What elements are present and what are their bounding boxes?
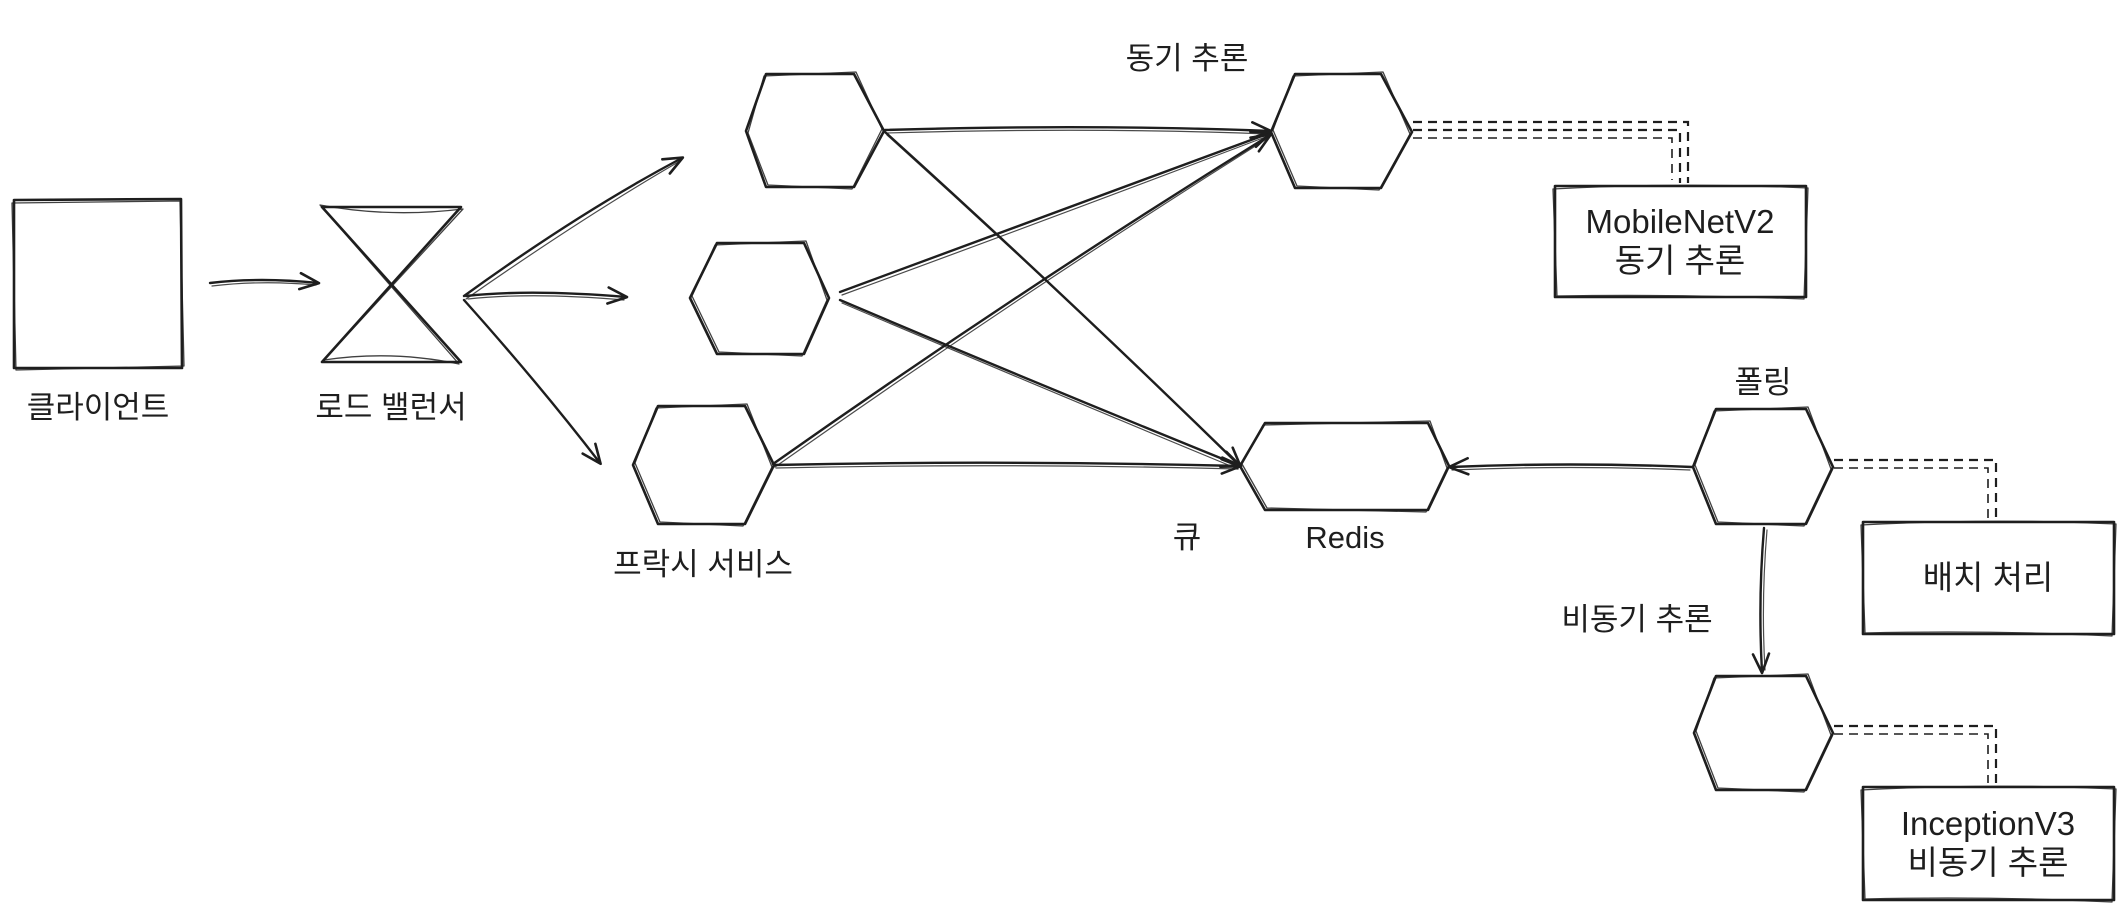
dashed-link-sync-to-mobilenet [1413, 120, 1690, 183]
mobilenet-box [1552, 184, 1809, 300]
proxy-hexagon-middle [688, 240, 831, 357]
async-inference-hexagon [1692, 673, 1835, 793]
arrow-proxy-bottom-to-queue [772, 456, 1243, 475]
proxy-hexagon-top [744, 71, 886, 190]
proxy-service-label: 프락시 서비스 [613, 547, 793, 582]
async-inference-label: 비동기 추론 [1561, 602, 1712, 637]
arrow-lb-to-proxy-middle [464, 286, 629, 305]
dashed-link-polling-to-batch [1834, 458, 1998, 520]
polling-hexagon [1691, 406, 1835, 527]
arrow-lb-to-proxy-top [462, 156, 685, 300]
batch-label: 배치 처리 [1923, 559, 2054, 596]
mobilenet-label-line2: 동기 추론 [1615, 242, 1746, 279]
sync-inference-label: 동기 추론 [1126, 41, 1249, 76]
redis-label: Redis [1305, 520, 1384, 555]
proxy-hexagon-bottom [631, 403, 776, 527]
queue-label: 큐 [1173, 520, 1202, 555]
arrow-polling-to-queue [1447, 456, 1694, 476]
arrow-client-to-lb [208, 271, 321, 291]
redis-queue-node [1238, 420, 1451, 513]
inception-label-line1: InceptionV3 [1901, 805, 2075, 842]
client-label: 클라이언트 [27, 390, 170, 425]
mobilenet-label-line1: MobileNetV2 [1586, 203, 1775, 240]
load-balancer-node [319, 204, 464, 365]
sync-inference-hexagon [1269, 71, 1414, 191]
arrow-lb-to-proxy-bottom [462, 298, 602, 466]
load-balancer-label: 로드 밸런서 [315, 390, 466, 425]
client-node [11, 197, 185, 371]
arrow-polling-to-async [1751, 526, 1771, 675]
dashed-link-async-to-inception [1834, 724, 1998, 785]
inception-label-line2: 비동기 추론 [1908, 844, 2069, 881]
arrow-proxy-middle-to-queue [838, 298, 1243, 470]
arrow-proxy-middle-to-sync [838, 130, 1273, 296]
arrow-proxy-top-to-queue [883, 130, 1243, 468]
arrow-proxy-bottom-to-sync [771, 133, 1273, 468]
arrow-proxy-top-to-sync [883, 121, 1273, 140]
polling-label: 폴링 [1734, 365, 1791, 400]
inception-box [1860, 785, 2117, 903]
batch-box [1860, 520, 2117, 637]
